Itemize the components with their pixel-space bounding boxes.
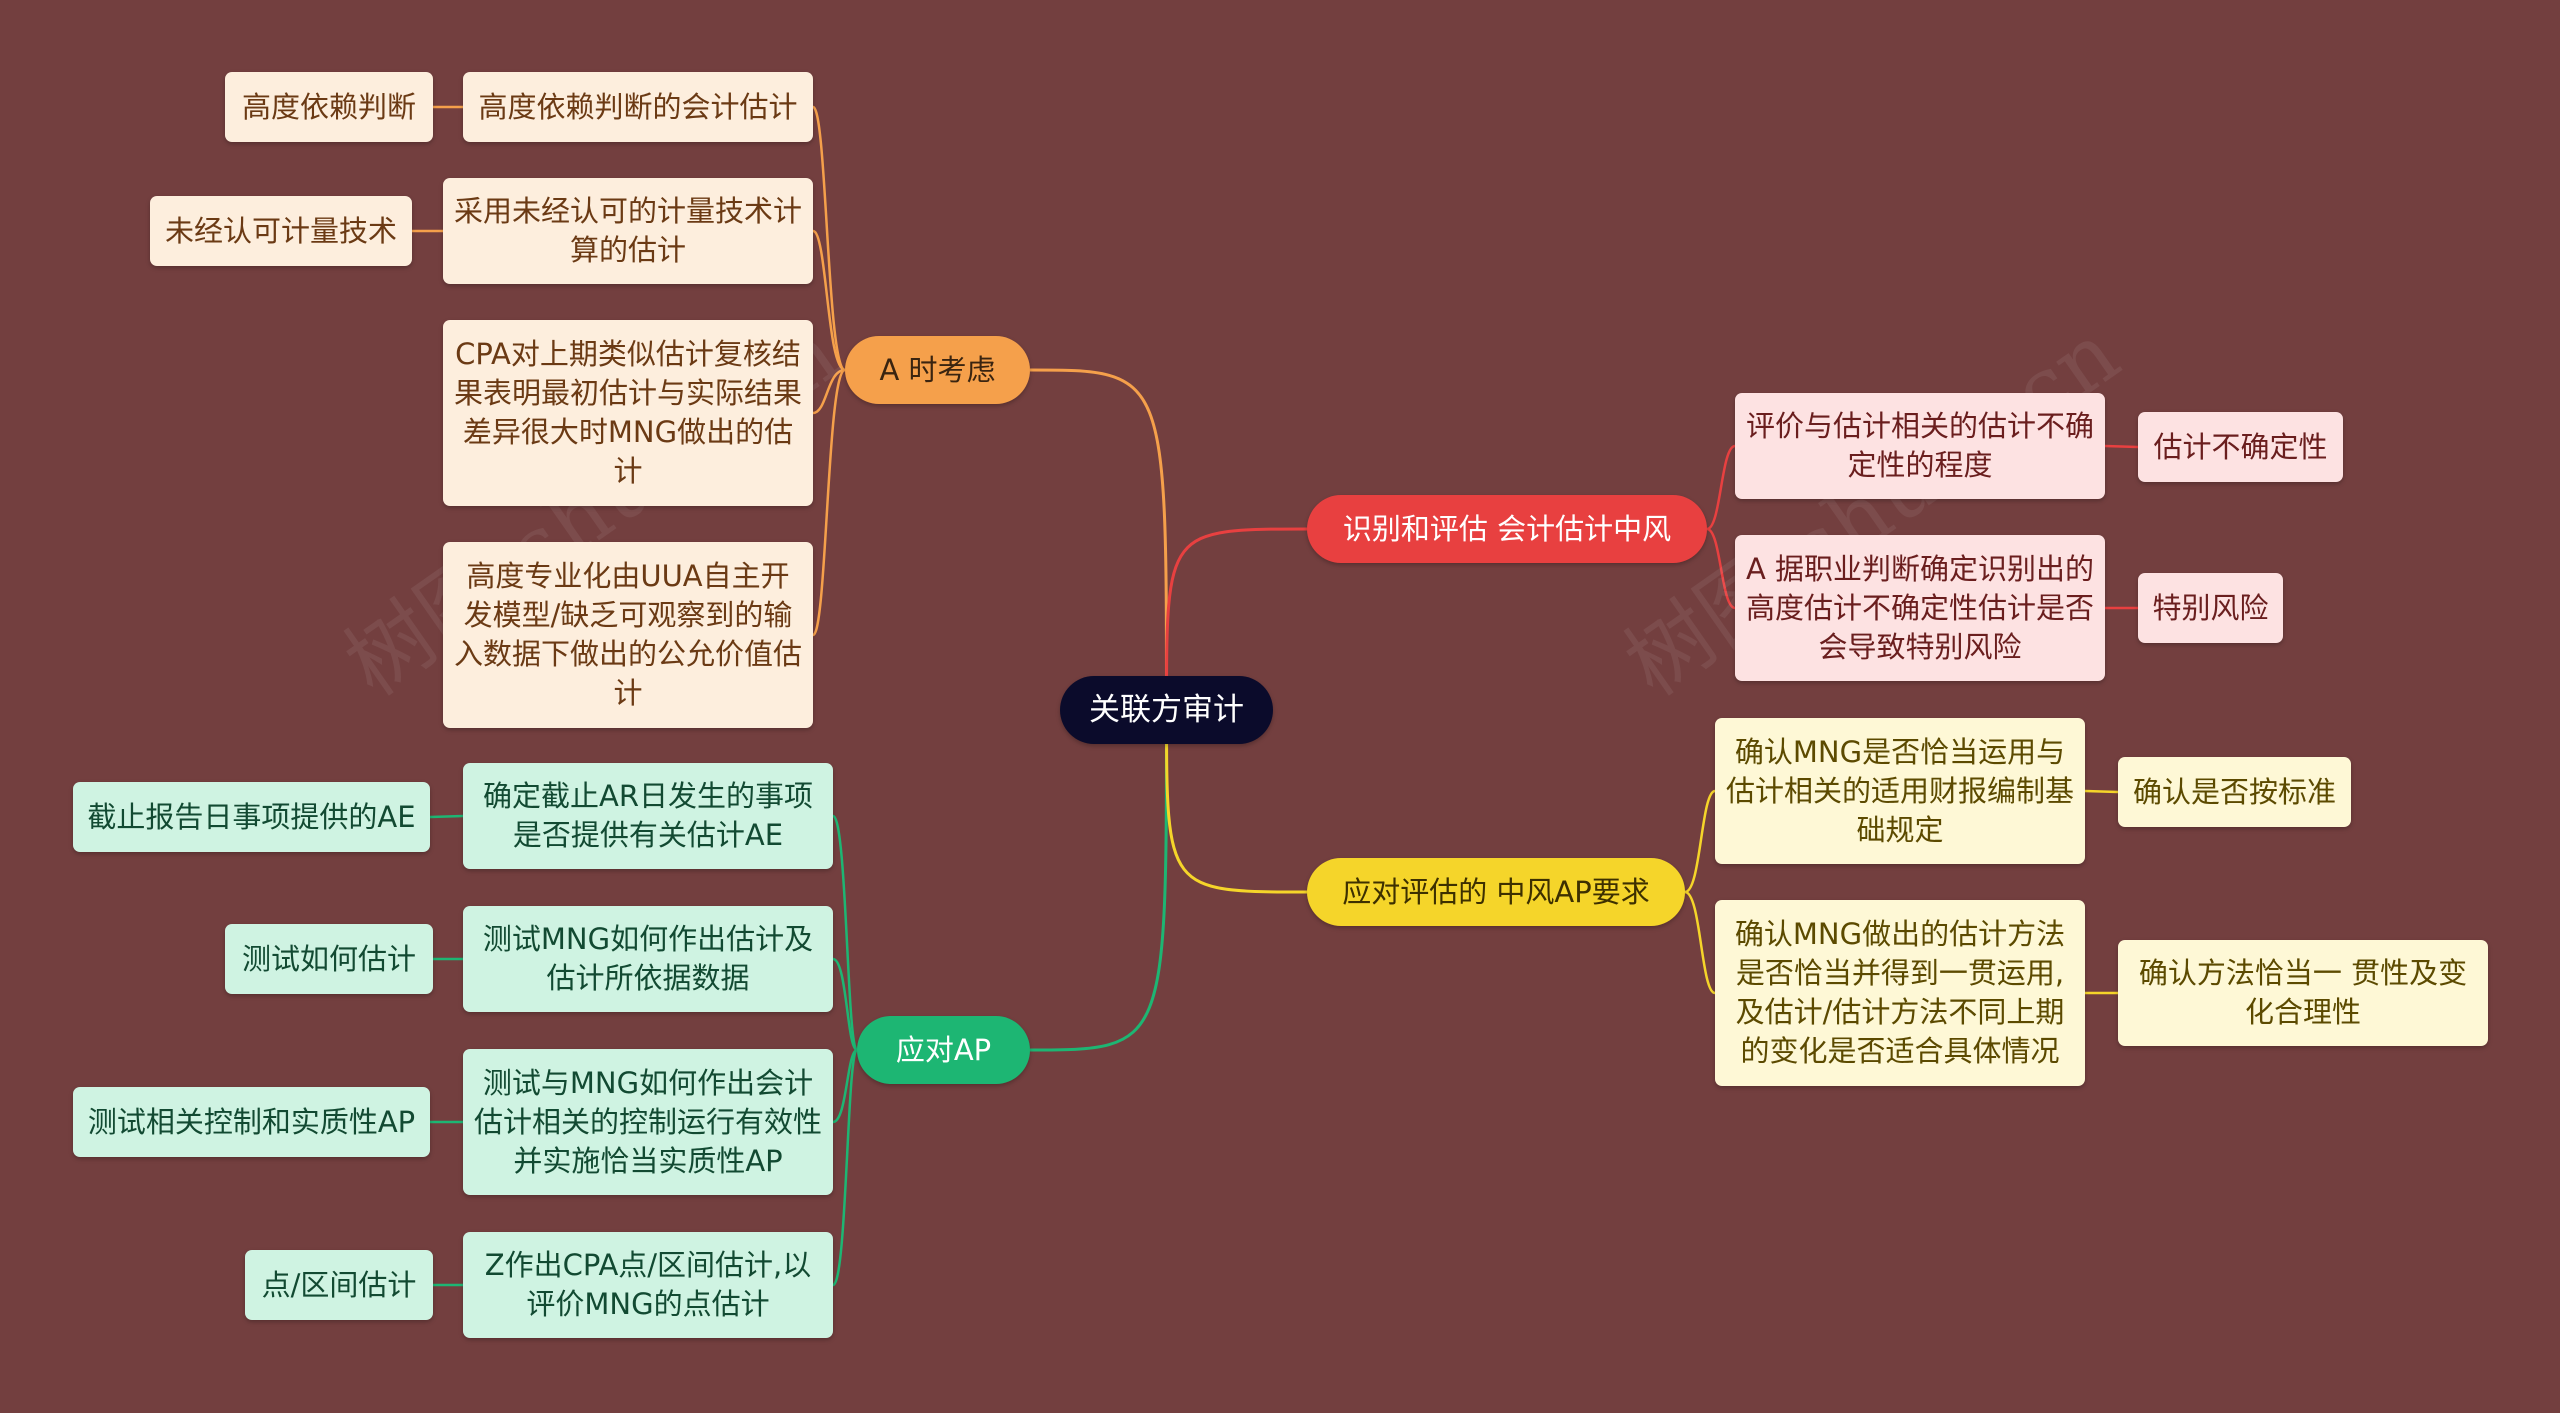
link-branch-b-leaf-1 (429, 814, 464, 819)
link-root-branch-b-response-ap (1029, 709, 1168, 1052)
branch-c-leaf-2[interactable]: 特别风险 (2138, 573, 2283, 643)
link-branch-a-item-3 (812, 368, 846, 415)
root-node[interactable]: 关联方审计 (1060, 676, 1273, 744)
branch-b-leaf-1[interactable]: 截止报告日事项提供的AE (73, 782, 430, 852)
branch-d-leaf-2[interactable]: 确认方法恰当一 贯性及变化合理性 (2118, 940, 2488, 1046)
link-branch-b-item-4 (831, 1048, 859, 1287)
branch-label: A 时考虑 (879, 352, 996, 387)
branch-b-item-2[interactable]: 测试MNG如何作出估计及估计所依据数据 (463, 906, 833, 1012)
branch-label: 应对评估的 中风AP要求 (1342, 874, 1650, 909)
link-branch-d-item-2 (1684, 890, 1716, 995)
branch-b-response-ap[interactable]: 应对AP (857, 1016, 1030, 1084)
branch-d-item-2[interactable]: 确认MNG做出的估计方法是否恰当并得到一贯运用,及估计/估计方法不同上期的变化是… (1715, 900, 2085, 1086)
link-branch-b-item-1 (831, 814, 859, 1052)
branch-b-item-3[interactable]: 测试与MNG如何作出会计估计相关的控制运行有效性并实施恰当实质性AP (463, 1049, 833, 1195)
link-branch-a-item-2 (812, 229, 846, 372)
branch-a-item-4[interactable]: 高度专业化由UUA自主开发模型/缺乏可观察到的输入数据下做出的公允价值估计 (443, 542, 813, 728)
link-root-branch-a-consider (1029, 368, 1168, 711)
link-branch-d-item-1 (1684, 789, 1716, 894)
link-branch-c-leaf-1 (2104, 444, 2139, 449)
branch-d-leaf-1[interactable]: 确认是否按标准 (2118, 757, 2351, 827)
link-root-branch-d-response-requirements (1165, 709, 1308, 894)
link-branch-d-leaf-1 (2084, 789, 2119, 794)
branch-c-item-1[interactable]: 评价与估计相关的估计不确定性的程度 (1735, 393, 2105, 499)
branch-b-leaf-4[interactable]: 点/区间估计 (245, 1250, 433, 1320)
link-branch-c-item-2 (1706, 527, 1736, 610)
link-root-branch-c-identify-risk (1165, 527, 1308, 711)
link-branch-b-item-2 (832, 957, 859, 1052)
branch-d-response-requirements[interactable]: 应对评估的 中风AP要求 (1307, 858, 1685, 926)
link-branch-a-item-1 (811, 105, 847, 372)
branch-b-leaf-2[interactable]: 测试如何估计 (225, 924, 433, 994)
link-branch-b-item-3 (832, 1048, 858, 1124)
link-branch-c-item-1 (1706, 444, 1736, 531)
branch-b-item-4[interactable]: Z作出CPA点/区间估计,以评价MNG的点估计 (463, 1232, 833, 1338)
branch-label: 应对AP (895, 1032, 992, 1067)
branch-b-item-1[interactable]: 确定截止AR日发生的事项是否提供有关估计AE (463, 763, 833, 869)
branch-a-item-1[interactable]: 高度依赖判断的会计估计 (463, 72, 813, 142)
branch-label: 识别和评估 会计估计中风 (1342, 511, 1672, 546)
branch-c-leaf-1[interactable]: 估计不确定性 (2138, 412, 2343, 482)
branch-a-consider[interactable]: A 时考虑 (845, 336, 1030, 404)
branch-a-item-2[interactable]: 采用未经认可的计量技术计算的估计 (443, 178, 813, 284)
branch-c-identify-risk[interactable]: 识别和评估 会计估计中风 (1307, 495, 1707, 563)
root-label: 关联方审计 (1089, 691, 1244, 728)
branch-a-leaf-2[interactable]: 未经认可计量技术 (150, 196, 412, 266)
branch-a-item-3[interactable]: CPA对上期类似估计复核结果表明最初估计与实际结果差异很大时MNG做出的估计 (443, 320, 813, 506)
link-branch-a-item-4 (811, 368, 847, 637)
branch-b-leaf-3[interactable]: 测试相关控制和实质性AP (73, 1087, 430, 1157)
branch-d-item-1[interactable]: 确认MNG是否恰当运用与估计相关的适用财报编制基础规定 (1715, 718, 2085, 864)
branch-a-leaf-1[interactable]: 高度依赖判断 (225, 72, 433, 142)
branch-c-item-2[interactable]: A 据职业判断确定识别出的高度估计不确定性估计是否会导致特别风险 (1735, 535, 2105, 681)
